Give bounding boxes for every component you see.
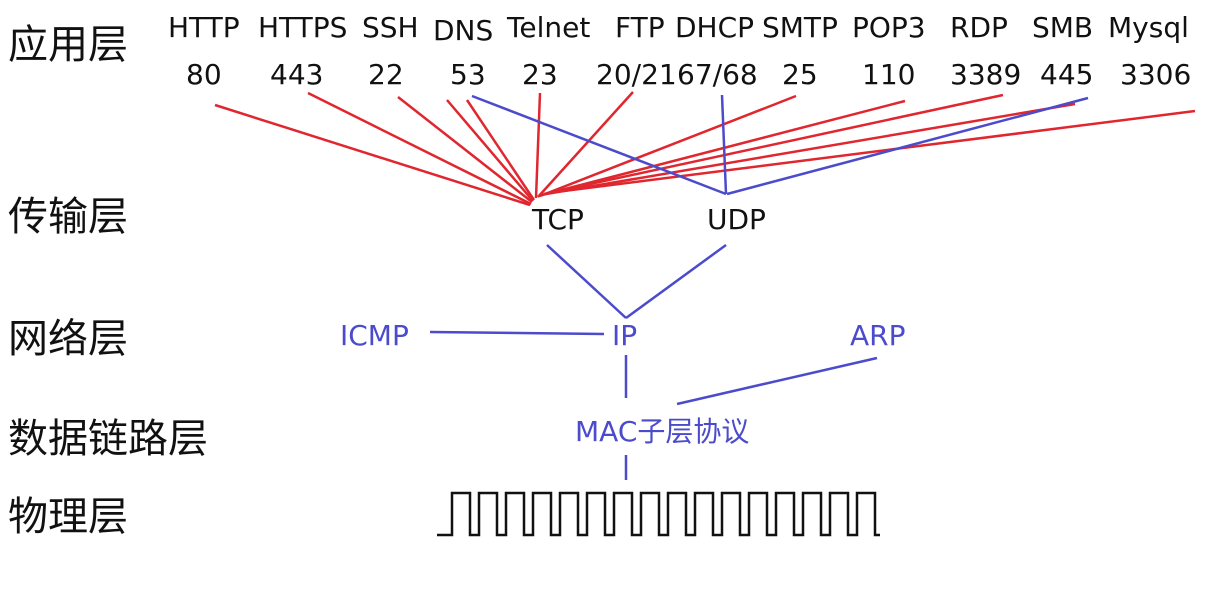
link-arp-mac: [676, 356, 878, 406]
protocol-name-ftp: FTP: [615, 11, 665, 44]
link-tcp-ip: [546, 244, 627, 319]
port-ftp: 20/21: [596, 58, 677, 91]
link-icmp-ip: [429, 330, 605, 336]
port-pop3: 110: [862, 58, 915, 91]
link-telnet-tcp: [534, 92, 542, 199]
port-mysql: 3306: [1120, 58, 1191, 91]
link-udp-ip: [625, 243, 727, 320]
protocol-name-smtp: SMTP: [762, 11, 838, 44]
protocol-name-rdp: RDP: [950, 11, 1008, 44]
port-telnet: 23: [522, 58, 558, 91]
layer-label-application: 应用层: [8, 22, 128, 68]
link-ftp-tcp: [537, 91, 634, 198]
node-udp: UDP: [707, 203, 766, 236]
link-dns2-tcp: [465, 99, 536, 201]
protocol-name-pop3: POP3: [852, 11, 926, 44]
protocol-name-http: HTTP: [168, 11, 240, 44]
layer-label-physical: 物理层: [8, 494, 128, 540]
link-dns-tcp: [446, 99, 534, 202]
protocol-name-telnet: Telnet: [506, 11, 590, 44]
port-smb: 445: [1040, 58, 1093, 91]
link-http-tcp: [214, 103, 531, 207]
port-rdp: 3389: [950, 58, 1021, 91]
link-smb-udp: [726, 96, 1089, 196]
link-https-tcp: [307, 91, 532, 206]
port-ssh: 22: [368, 58, 404, 91]
port-https: 443: [270, 58, 323, 91]
link-mysql-tcp: [547, 109, 1196, 195]
protocol-name-dhcp: DHCP: [675, 11, 754, 44]
node-tcp: TCP: [531, 203, 584, 236]
protocol-name-mysql: Mysql: [1108, 11, 1189, 44]
protocol-name-https: HTTPS: [258, 11, 347, 44]
node-arp: ARP: [850, 319, 906, 352]
port-dhcp: 67/68: [677, 58, 758, 91]
link-rdp-tcp: [543, 93, 1004, 196]
link-smb-tcp: [545, 102, 1076, 196]
link-dhcp-udp: [720, 94, 728, 195]
node-mac-sublayer: MAC子层协议: [575, 415, 749, 448]
physical-signal-waveform: [437, 491, 880, 537]
node-icmp: ICMP: [340, 319, 409, 352]
port-smtp: 25: [782, 58, 818, 91]
protocol-name-dns: DNS: [433, 14, 493, 47]
port-http: 80: [186, 58, 222, 91]
layer-label-network: 网络层: [8, 316, 128, 362]
port-dns: 53: [450, 58, 486, 91]
link-smtp-tcp: [539, 94, 797, 198]
node-ip: IP: [612, 319, 637, 352]
protocol-name-smb: SMB: [1032, 11, 1093, 44]
protocol-name-ssh: SSH: [362, 11, 419, 44]
link-ssh-tcp: [397, 96, 533, 203]
layer-label-transport: 传输层: [8, 194, 128, 240]
link-dns-udp: [471, 94, 727, 196]
layer-label-datalink: 数据链路层: [8, 416, 208, 462]
